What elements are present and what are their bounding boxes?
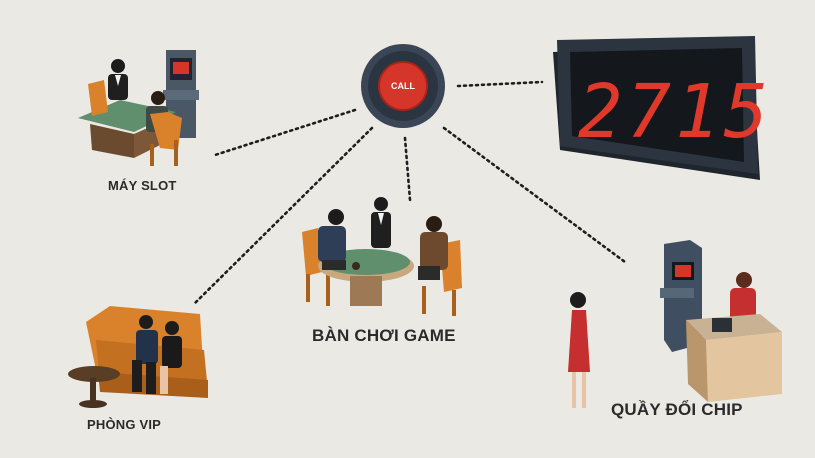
connector-to-chip [442,126,627,264]
display-digits: 2715 [578,60,768,164]
display-value: 2715 [578,69,773,155]
chip-customer-icon [568,292,590,408]
slot-machine-scene [78,50,199,166]
game-chair-left-icon [302,228,330,306]
chip-counter-scene [568,240,782,408]
chip-label: QUẦY ĐỔI CHIP [611,400,743,419]
connector-lines [191,80,627,307]
vip-lounge-scene [68,306,208,408]
slot-player-icon [88,80,182,166]
vip-label: PHÒNG VIP [87,417,162,432]
chip-desk-icon [686,314,782,402]
call-button-label: CALL [391,81,415,91]
game-table-scene [302,197,462,316]
connector-to-slot [213,108,357,157]
connector-to-game [403,136,412,202]
slot-label: MÁY SLOT [108,178,177,193]
vip-coffee-table-icon [68,366,120,408]
connector-to-display [456,80,544,88]
vip-woman-icon [160,321,182,394]
slot-dealer-icon [108,59,128,100]
connector-to-vip [191,126,374,307]
vip-man-icon [132,315,158,394]
call-button[interactable]: CALL [361,44,445,128]
game-dealer-icon [371,197,391,248]
game-label: BÀN CHƠI GAME [312,326,456,345]
game-player-left-icon [318,209,346,270]
digital-display [553,36,760,180]
game-player-right-icon [418,216,448,280]
